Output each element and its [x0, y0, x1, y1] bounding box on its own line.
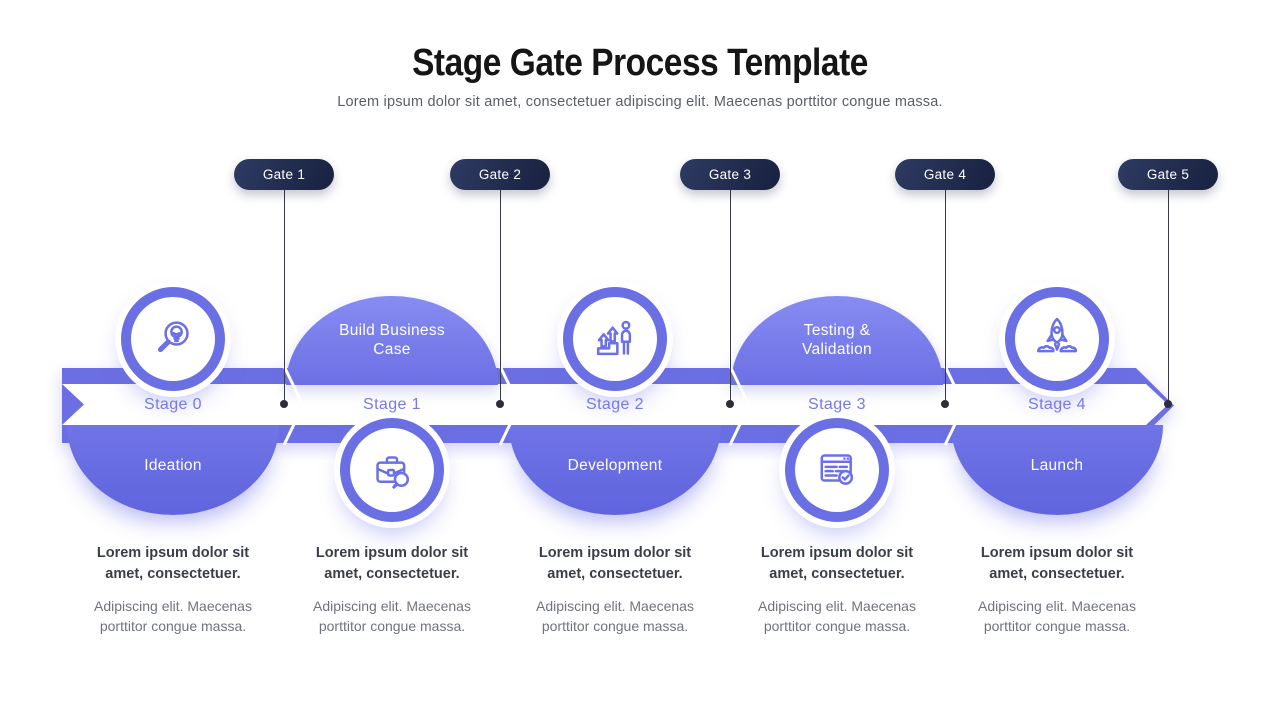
gate-label: Gate 1 — [262, 167, 306, 182]
stage-description: Lorem ipsum dolor sit amet, consectetuer… — [84, 543, 262, 636]
gate-endpoint-dot — [1164, 400, 1172, 408]
gate-endpoint-dot — [941, 400, 949, 408]
stage-label: Stage 1 — [363, 396, 421, 413]
stage-icon-circle — [340, 418, 444, 522]
gate-label: Gate 3 — [708, 167, 752, 182]
gate-label: Gate 2 — [478, 167, 522, 182]
gate-pill: Gate 2 — [450, 159, 550, 190]
stage-3-column: Testing & Validation St — [729, 0, 945, 720]
stage-icon-circle — [121, 287, 225, 391]
stage-0-column: Ideation Stage 0 Lorem ipsum dolor sit a… — [65, 0, 281, 720]
stage-4-column: Launch Stage 4 Lorem ipsu — [949, 0, 1165, 720]
description-body: Adipiscing elit. Maecenas porttitor cong… — [758, 598, 916, 634]
stage-label: Stage 3 — [808, 396, 866, 413]
description-body: Adipiscing elit. Maecenas porttitor cong… — [978, 598, 1136, 634]
gate-pill: Gate 3 — [680, 159, 780, 190]
gate-connector-line — [1167, 190, 1169, 404]
report-check-icon — [795, 428, 879, 512]
stage-2-column: Development Stage 2 Lorem ipsum dolor — [507, 0, 723, 720]
stage-label: Stage 2 — [586, 396, 644, 413]
phase-label: Ideation — [144, 457, 202, 474]
gate-endpoint-dot — [496, 400, 504, 408]
gate-label: Gate 4 — [923, 167, 967, 182]
growth-steps-icon — [573, 297, 657, 381]
stage-description: Lorem ipsum dolor sit amet, consectetuer… — [968, 543, 1146, 636]
stage-label: Stage 4 — [1028, 396, 1086, 413]
page-title: Stage Gate Process Template — [412, 42, 868, 84]
description-body: Adipiscing elit. Maecenas porttitor cong… — [536, 598, 694, 634]
stage-icon-circle — [785, 418, 889, 522]
gate-label: Gate 5 — [1146, 167, 1190, 182]
gate-pill: Gate 5 — [1118, 159, 1218, 190]
stage-description: Lorem ipsum dolor sit amet, consectetuer… — [748, 543, 926, 636]
process-ribbon — [62, 368, 1174, 443]
gate-connector-line — [283, 190, 285, 404]
gate-pill: Gate 4 — [895, 159, 995, 190]
rocket-launch-icon — [1015, 297, 1099, 381]
stage-1-column: Build Business Case Stage 1 Lorem ipsu — [284, 0, 500, 720]
gate-endpoint-dot — [726, 400, 734, 408]
description-body: Adipiscing elit. Maecenas porttitor cong… — [313, 598, 471, 634]
phase-label: Build Business Case — [339, 322, 445, 358]
description-title: Lorem ipsum dolor sit amet, consectetuer… — [538, 545, 692, 582]
stage-icon-circle — [1005, 287, 1109, 391]
gate-connector-line — [944, 190, 946, 404]
stage-description: Lorem ipsum dolor sit amet, consectetuer… — [526, 543, 704, 636]
description-title: Lorem ipsum dolor sit amet, consectetuer… — [96, 545, 250, 582]
gate-pill: Gate 1 — [234, 159, 334, 190]
description-title: Lorem ipsum dolor sit amet, consectetuer… — [980, 545, 1134, 582]
description-body: Adipiscing elit. Maecenas porttitor cong… — [94, 598, 252, 634]
phase-label: Development — [567, 457, 663, 474]
page-subtitle: Lorem ipsum dolor sit amet, consectetuer… — [337, 94, 943, 110]
stage-description: Lorem ipsum dolor sit amet, consectetuer… — [303, 543, 481, 636]
phase-label: Launch — [1030, 457, 1084, 474]
segment-divider-slashes — [282, 365, 966, 446]
briefcase-search-icon — [350, 428, 434, 512]
gate-connector-line — [499, 190, 501, 404]
description-title: Lorem ipsum dolor sit amet, consectetuer… — [315, 545, 469, 582]
stage-label: Stage 0 — [144, 396, 202, 413]
gate-endpoint-dot — [280, 400, 288, 408]
ribbon-arrow-inner — [62, 384, 1168, 425]
idea-search-icon — [131, 297, 215, 381]
description-title: Lorem ipsum dolor sit amet, consectetuer… — [760, 545, 914, 582]
gate-connector-line — [729, 190, 731, 404]
phase-label: Testing & Validation — [802, 322, 872, 358]
stage-icon-circle — [563, 287, 667, 391]
